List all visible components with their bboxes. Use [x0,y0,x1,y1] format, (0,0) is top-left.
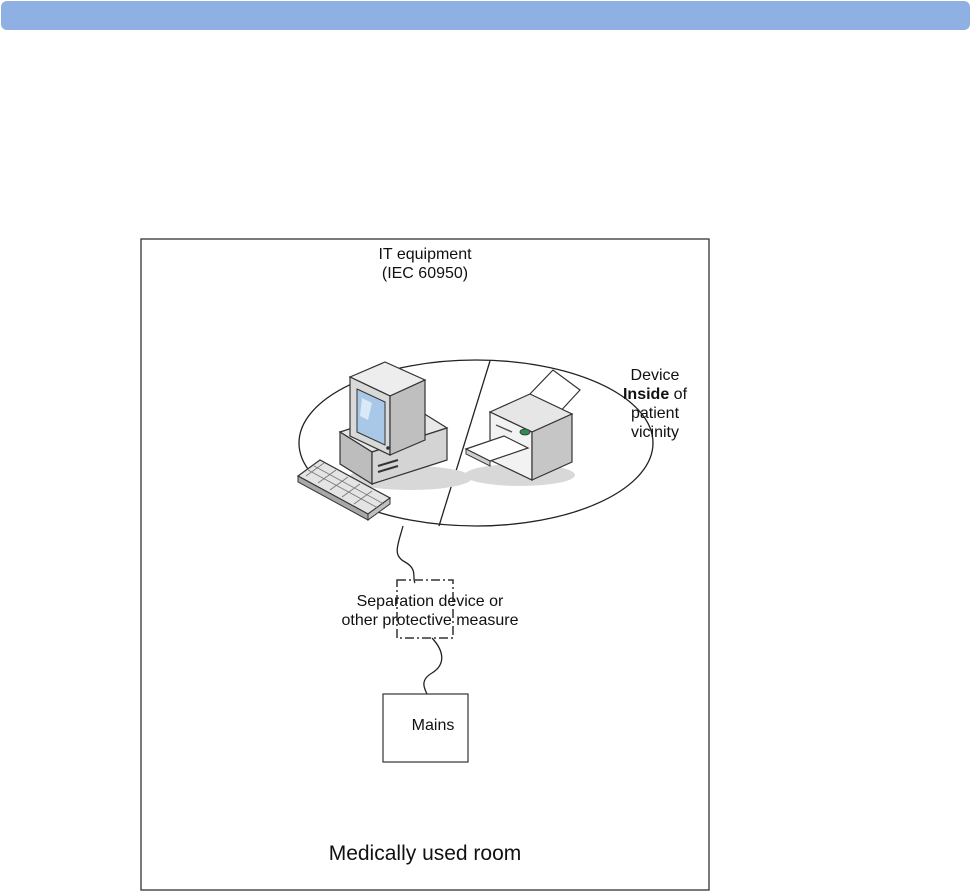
it-label-line2: (IEC 60950) [381,265,469,282]
device-label-line3: patient [630,405,680,422]
device-label-bold: Inside [622,386,670,403]
device-label: Device Inside of patient vicinity [612,366,698,442]
cable-lower [423,637,443,695]
mains-box [382,693,469,763]
device-label-line4: vicinity [630,424,679,441]
separation-label-line1: Separation device or [356,593,504,610]
vicinity-ellipse [298,359,654,527]
room-border [140,238,710,891]
separation-box [396,579,454,639]
header-bar [1,1,970,30]
separation-label: Separation device or other protective me… [300,592,560,630]
printer-icon [464,369,581,486]
it-label-line1: IT equipment [378,246,472,263]
device-label-line1: Device [630,367,680,384]
cable-upper [396,525,416,584]
device-label-line2: Inside of [612,385,698,404]
vicinity-divider [438,360,491,527]
mains-label: Mains [411,717,455,734]
device-label-of: of [669,386,688,403]
computer-icon [338,361,472,490]
separation-label-line2: other protective measure [341,612,519,629]
it-equipment-label: IT equipment (IEC 60950) [330,245,520,283]
keyboard-icon [296,459,392,521]
room-label: Medically used room [328,842,522,865]
